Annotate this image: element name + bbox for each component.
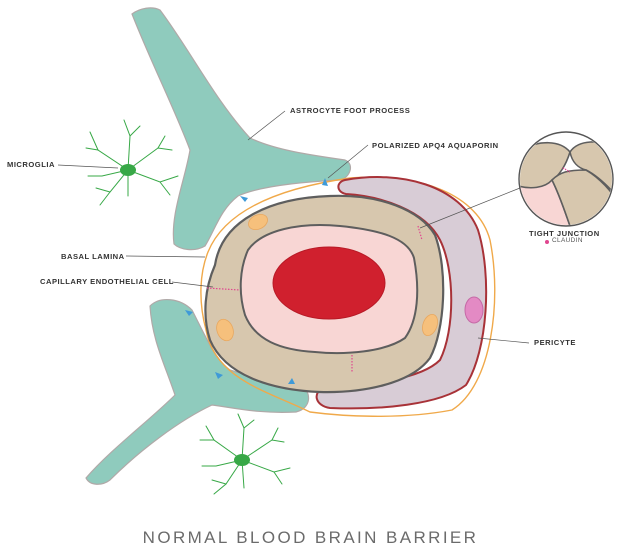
page-title: NORMAL BLOOD BRAIN BARRIER xyxy=(142,528,479,547)
label-capillary-endothelial-cell: CAPILLARY ENDOTHELIAL CELL xyxy=(40,277,174,286)
endothelial-nucleus xyxy=(422,313,438,337)
microglia-upper xyxy=(85,119,179,206)
aquaporin-arrows xyxy=(185,178,328,384)
microglia-lower xyxy=(199,413,291,495)
junction-mark xyxy=(417,225,423,241)
red-blood-cell xyxy=(272,246,386,320)
label-tight-junction: TIGHT JUNCTION xyxy=(529,229,600,238)
label-aquaporin: POLARIZED APQ4 AQUAPORIN xyxy=(372,141,499,150)
label-astrocyte-foot-process: ASTROCYTE FOOT PROCESS xyxy=(290,106,411,115)
junction-mark xyxy=(206,287,241,291)
endothelial-nucleus xyxy=(248,213,268,231)
microglia-cell-body xyxy=(234,454,250,466)
leader-lines xyxy=(57,110,530,344)
pericyte-nucleus xyxy=(464,296,484,324)
microglia-cell-body xyxy=(120,164,136,176)
astrocyte-upper xyxy=(131,7,352,251)
label-microglia: MICROGLIA xyxy=(7,160,55,169)
claudin-legend-dot xyxy=(545,240,549,244)
endothelial-nucleus xyxy=(216,318,234,342)
label-basal-lamina: BASAL LAMINA xyxy=(61,252,125,261)
tight-junction-zoom xyxy=(518,131,614,227)
label-claudin: CLAUDIN xyxy=(552,237,583,244)
label-pericyte: PERICYTE xyxy=(534,338,576,347)
basal-lamina xyxy=(200,176,496,417)
